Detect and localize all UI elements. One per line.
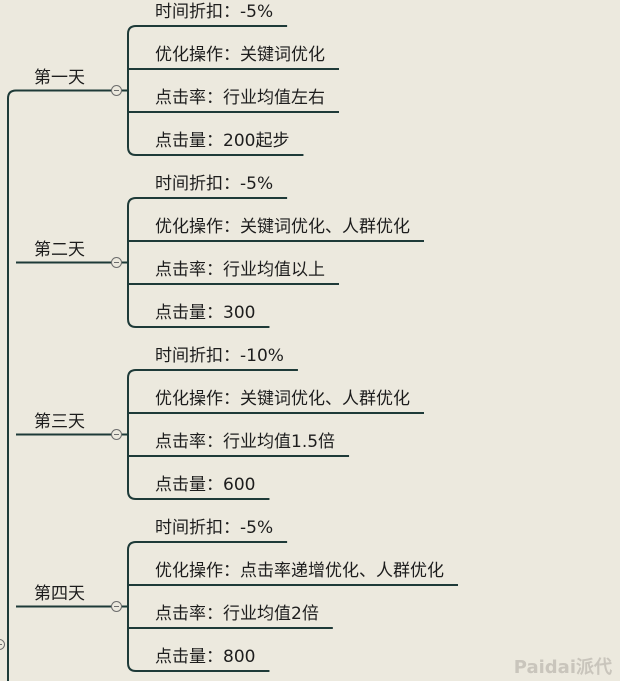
child-node-text[interactable]: 时间折扣：-5% [155, 174, 274, 194]
watermark-logo: Paidai派代 [513, 657, 612, 678]
child-node-text[interactable]: 点击率：行业均值1.5倍 [155, 432, 336, 452]
child-node-text[interactable]: 点击量：300 [155, 303, 256, 323]
collapse-toggle-icon[interactable] [111, 429, 122, 440]
child-node-text[interactable]: 点击量：800 [155, 647, 256, 667]
child-node-text[interactable]: 时间折扣：-5% [155, 2, 274, 22]
child-node-text[interactable]: 优化操作：点击率递增优化、人群优化 [155, 561, 444, 581]
collapse-toggle-icon[interactable] [111, 257, 122, 268]
child-node-text[interactable]: 优化操作：关键词优化、人群优化 [155, 389, 410, 409]
day-node-label[interactable]: 第一天 [34, 67, 85, 88]
child-node-text[interactable]: 点击量：600 [155, 475, 256, 495]
day-node-label[interactable]: 第二天 [34, 239, 85, 260]
day-node-label[interactable]: 第四天 [34, 583, 85, 604]
child-node-text[interactable]: 时间折扣：-10% [155, 346, 284, 366]
collapse-toggle-icon[interactable] [111, 601, 122, 612]
child-node-text[interactable]: 点击率：行业均值2倍 [155, 604, 319, 624]
day-node-label[interactable]: 第三天 [34, 411, 85, 432]
child-node-text[interactable]: 优化操作：关键词优化 [155, 45, 325, 65]
collapse-toggle-icon[interactable] [111, 85, 122, 96]
child-node-text[interactable]: 点击率：行业均值以上 [155, 260, 325, 280]
child-node-text[interactable]: 点击量：200起步 [155, 131, 290, 151]
child-node-text[interactable]: 时间折扣：-5% [155, 518, 274, 538]
child-node-text[interactable]: 点击率：行业均值左右 [155, 88, 325, 108]
child-node-text[interactable]: 优化操作：关键词优化、人群优化 [155, 217, 410, 237]
